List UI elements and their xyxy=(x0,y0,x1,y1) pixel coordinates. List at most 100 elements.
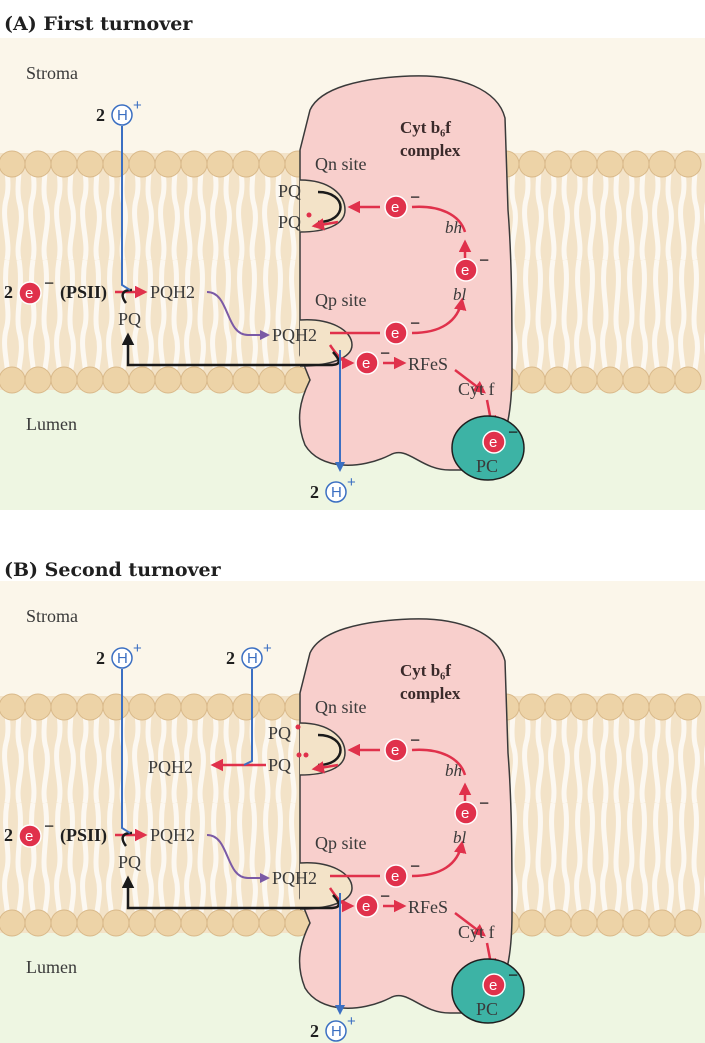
lipid-head xyxy=(518,693,546,721)
bl-label: bl xyxy=(453,285,467,304)
lipid-head xyxy=(76,150,104,178)
radical-dot xyxy=(306,212,312,218)
complex-subtitle: complex xyxy=(400,684,461,703)
electron-charge: − xyxy=(44,816,54,836)
electron-charge: − xyxy=(410,730,420,750)
bh-to-e-line xyxy=(411,205,467,233)
electron-icon xyxy=(482,430,506,454)
lipid-head xyxy=(544,693,572,721)
lipid-head xyxy=(24,150,52,178)
proton-icon xyxy=(111,647,133,669)
bh-to-e-line xyxy=(411,748,467,776)
pqh2-left: PQH2 xyxy=(150,825,195,845)
pq-qn: PQ xyxy=(278,181,301,201)
pq-qn: PQ xyxy=(268,755,291,775)
proton-charge: + xyxy=(347,1013,356,1030)
lipid-head xyxy=(50,909,78,937)
rfes-label: RFeS xyxy=(408,354,448,374)
electron-symbol: e xyxy=(461,805,469,822)
pqh2-diffusion-arrow xyxy=(206,291,270,340)
lipid-head xyxy=(570,150,598,178)
lipid-head xyxy=(596,909,624,937)
e-to-bl-arrow xyxy=(411,297,467,335)
psii-label: (PSII) xyxy=(60,825,107,846)
e-to-bl-arrow xyxy=(411,840,467,878)
electron-icon xyxy=(384,738,408,762)
electron-charge: − xyxy=(380,886,390,906)
electron-icon xyxy=(454,258,478,282)
electron-icon xyxy=(384,195,408,219)
panel-a: (A) First turnover Stroma Lumen Cyt b₆f … xyxy=(0,13,705,510)
electron-icon xyxy=(482,973,506,997)
qn-reduction-arrow xyxy=(317,190,342,224)
lipid-head xyxy=(570,909,598,937)
lipid-head xyxy=(674,150,702,178)
complex-title: Cyt b₆f xyxy=(400,118,451,137)
proton-count-bottom: 2 xyxy=(310,482,319,502)
lipid-head xyxy=(258,150,286,178)
lipid-head xyxy=(674,909,702,937)
pc-label: PC xyxy=(476,456,498,476)
proton-uptake-line-2 xyxy=(243,669,253,766)
lipid-head xyxy=(258,366,286,394)
qn-site-label: Qn site xyxy=(315,154,367,174)
electron-icon xyxy=(384,321,408,345)
proton-charge: + xyxy=(133,640,142,657)
pqh2-qp: PQH2 xyxy=(272,868,317,888)
proton-charge: + xyxy=(133,97,142,114)
two-electrons-count: 2 xyxy=(4,825,13,845)
proton-symbol: H xyxy=(247,650,258,667)
lipid-head xyxy=(622,693,650,721)
lipid-head xyxy=(50,150,78,178)
lipid-head xyxy=(206,366,234,394)
lipid-head xyxy=(674,366,702,394)
lipid-head xyxy=(232,366,260,394)
lipid-head xyxy=(154,150,182,178)
bl-label: bl xyxy=(453,828,467,847)
lipid-head xyxy=(154,909,182,937)
proton-icon xyxy=(325,481,347,503)
rfes-label: RFeS xyxy=(408,897,448,917)
lipid-head xyxy=(24,693,52,721)
electron-symbol: e xyxy=(362,898,370,915)
lipid-head xyxy=(76,693,104,721)
lipid-head xyxy=(206,909,234,937)
electron-icon xyxy=(355,894,379,918)
proton-symbol: H xyxy=(331,1023,342,1040)
pq-semiquinone: PQ xyxy=(278,212,301,232)
rfes-to-cytf-arrow xyxy=(454,912,486,937)
electron-symbol: e xyxy=(461,262,469,279)
proton-count-top-2: 2 xyxy=(226,648,235,668)
qn-site-label: Qn site xyxy=(315,697,367,717)
lipid-head xyxy=(128,693,156,721)
lipid-head xyxy=(206,150,234,178)
electron-charge: − xyxy=(479,793,489,813)
proton-icon xyxy=(241,647,263,669)
lipid-head xyxy=(180,693,208,721)
lumen-label: Lumen xyxy=(26,414,77,434)
lipid-head xyxy=(50,366,78,394)
radical-dot xyxy=(303,752,309,758)
lipid-head xyxy=(258,693,286,721)
lipid-head xyxy=(102,909,130,937)
pq-semiquinone: PQ xyxy=(268,723,291,743)
electron-icon xyxy=(454,801,478,825)
proton-uptake-line xyxy=(121,126,131,291)
lipid-head xyxy=(544,366,572,394)
lipid-head xyxy=(0,693,26,721)
electron-symbol: e xyxy=(391,325,399,342)
complex-subtitle: complex xyxy=(400,141,461,160)
electron-charge: − xyxy=(380,343,390,363)
lipid-head xyxy=(258,909,286,937)
electron-icon xyxy=(384,864,408,888)
lipid-head xyxy=(232,909,260,937)
proton-count-top: 2 xyxy=(96,105,105,125)
pqh2-diffusion-arrow xyxy=(206,834,270,883)
lipid-head xyxy=(0,150,26,178)
lipid-head xyxy=(518,909,546,937)
proton-count-top: 2 xyxy=(96,648,105,668)
lipid-head xyxy=(544,909,572,937)
lipid-head xyxy=(180,366,208,394)
proton-icon xyxy=(111,104,133,126)
